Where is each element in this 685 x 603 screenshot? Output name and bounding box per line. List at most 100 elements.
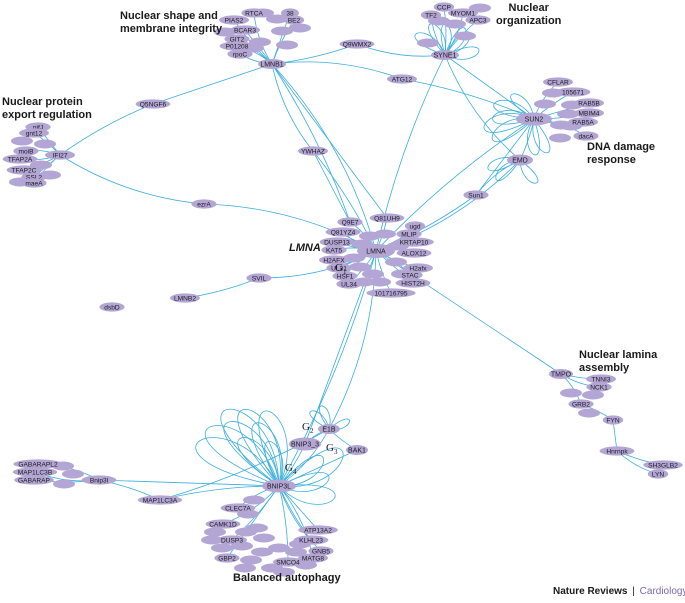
node-label: MATG8	[302, 555, 325, 562]
cluster-label-line: assembly	[579, 362, 630, 374]
node-label: EMD	[512, 157, 528, 164]
loop-edge	[444, 46, 480, 60]
network-node: TFAP2A	[2, 154, 38, 164]
node-ellipse	[420, 10, 442, 20]
node-label: CLEC7A	[225, 505, 251, 512]
node-ellipse	[217, 535, 247, 545]
node-label: KLHL23	[299, 537, 323, 544]
node-label: BNIP3L	[267, 483, 291, 490]
node-label: GNB5	[312, 548, 330, 555]
node-label: HSF1	[337, 273, 354, 280]
node-ellipse	[336, 279, 362, 289]
loop-edge	[414, 32, 446, 56]
network-node: BCAR3	[230, 25, 260, 35]
node-label: UL31	[331, 265, 347, 272]
network-node: ATG12	[387, 74, 417, 84]
network-node: FYN	[602, 415, 624, 425]
node-label: BNIP3_3	[291, 441, 319, 448]
network-node: H2AFX	[319, 255, 349, 265]
cluster-label-line: Balanced autophagy	[233, 572, 341, 584]
network-node: YWHAZ	[298, 146, 328, 156]
loop-edge	[483, 113, 535, 133]
node-label: ATP13A2	[304, 527, 332, 534]
cluster-label-autophagy: Balanced autophagy	[233, 572, 341, 585]
node-label: YWHAZ	[301, 148, 325, 155]
network-node-unlabeled	[444, 19, 466, 29]
node-ellipse	[602, 415, 624, 425]
node-label: GIT2	[230, 36, 245, 43]
network-node: ezrA	[191, 199, 217, 209]
loop-edge	[493, 99, 535, 120]
network-node: LMNA	[357, 244, 395, 258]
node-label: SH3GLB2	[648, 462, 678, 469]
g-subscript: 3	[333, 448, 338, 457]
node-ellipse	[281, 8, 299, 18]
node-label: RTCA	[245, 10, 263, 17]
node-ellipse	[337, 217, 363, 227]
node-ellipse	[220, 503, 256, 513]
node-ellipse	[298, 146, 328, 156]
loop-edge	[527, 118, 540, 156]
network-node-unlabeled	[240, 555, 262, 565]
node-ellipse	[396, 229, 422, 239]
node-ellipse	[13, 146, 39, 156]
network-node-unlabeled	[235, 527, 257, 537]
network-node: LMNB2	[170, 293, 200, 303]
network-node-unlabeled	[253, 533, 275, 543]
node-ellipse	[516, 112, 552, 126]
network-node-unlabeled	[62, 469, 84, 479]
network-node: GABARAP	[14, 475, 54, 485]
node-ellipse	[346, 445, 368, 455]
node-label: PIAS2	[225, 17, 244, 24]
loop-edge	[220, 408, 280, 487]
footer-separator: |	[632, 586, 635, 597]
node-label: H2AFX	[323, 257, 345, 264]
interaction-edge	[375, 159, 521, 252]
network-node: PIAS2	[219, 15, 249, 25]
node-label: ugd	[409, 223, 420, 230]
node-ellipse	[298, 553, 328, 563]
interaction-edge	[59, 103, 154, 156]
network-node: BE2	[283, 15, 305, 25]
network-node: P01208	[219, 41, 255, 51]
loop-edge	[319, 405, 331, 430]
node-ellipse	[308, 546, 334, 556]
node-label: LMNA	[366, 248, 386, 255]
network-node: SVIL	[246, 273, 272, 283]
node-label: rpoC	[233, 51, 248, 58]
node-ellipse	[319, 237, 355, 247]
loop-edge	[204, 425, 280, 487]
node-label: TFAP2A	[8, 156, 33, 163]
node-label: RAB5B	[578, 100, 600, 107]
network-node-unlabeled	[249, 37, 271, 47]
node-ellipse	[135, 99, 171, 109]
network-node: Sun1	[463, 190, 489, 200]
interaction-edge	[59, 154, 205, 205]
network-node-unlabeled	[385, 257, 407, 267]
node-label: CCP	[437, 4, 452, 11]
node-ellipse	[2, 154, 38, 164]
node-label: Q9E7	[342, 219, 359, 226]
network-node: dacA	[573, 131, 599, 141]
node-label: SSL2	[26, 174, 42, 181]
interaction-edge	[278, 485, 319, 531]
network-node: RAB5A	[568, 117, 598, 127]
network-node-unlabeled	[557, 109, 579, 119]
node-ellipse	[574, 108, 604, 118]
node-ellipse	[394, 237, 434, 247]
node-ellipse	[283, 15, 305, 25]
interaction-edge	[271, 63, 314, 152]
node-label: CAMK1D	[209, 521, 237, 528]
loop-edge	[309, 410, 330, 430]
node-ellipse	[258, 59, 286, 69]
network-node: gnt12	[19, 128, 49, 138]
loop-edge	[223, 421, 280, 487]
node-label: IFI27	[52, 152, 67, 159]
node-label: RAB5A	[572, 119, 594, 126]
node-ellipse	[289, 437, 321, 451]
g3-label: G3	[326, 442, 337, 456]
node-ellipse	[273, 557, 303, 567]
loop-edge	[278, 472, 330, 492]
loop-edge	[264, 441, 284, 487]
node-ellipse	[293, 535, 329, 545]
